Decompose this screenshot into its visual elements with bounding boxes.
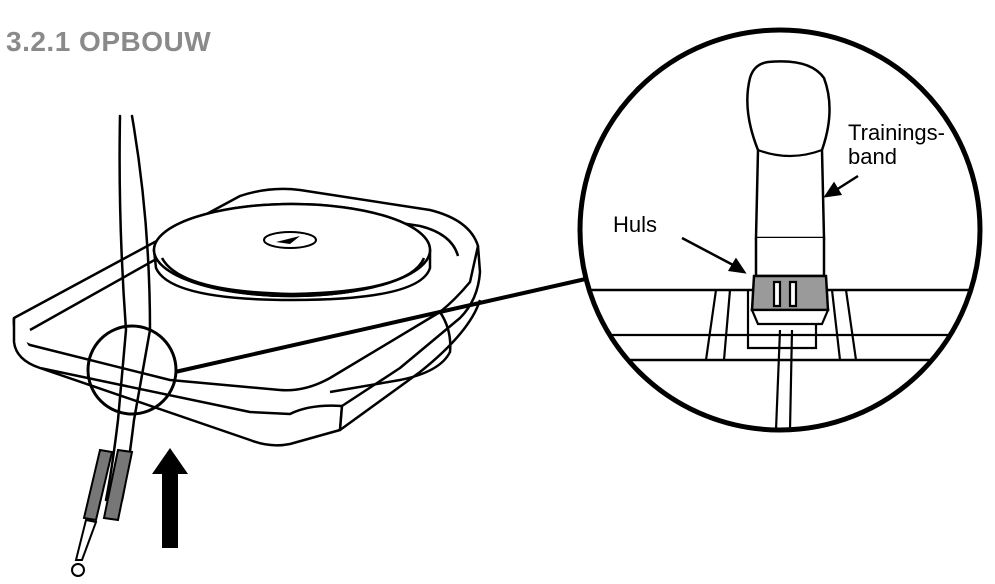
up-arrow-icon <box>152 448 188 548</box>
label-sleeve: Huls <box>613 212 657 237</box>
pedal-base <box>12 187 482 447</box>
label-training-band-line1: Trainings- <box>848 120 945 145</box>
cord-sleeves <box>71 448 134 577</box>
zoom-connector-line <box>174 276 591 374</box>
zoom-detail: Trainings- band Huls <box>577 27 983 433</box>
section-heading: 3.2.1 OPBOUW <box>6 26 212 57</box>
label-training-band-line2: band <box>848 144 897 169</box>
